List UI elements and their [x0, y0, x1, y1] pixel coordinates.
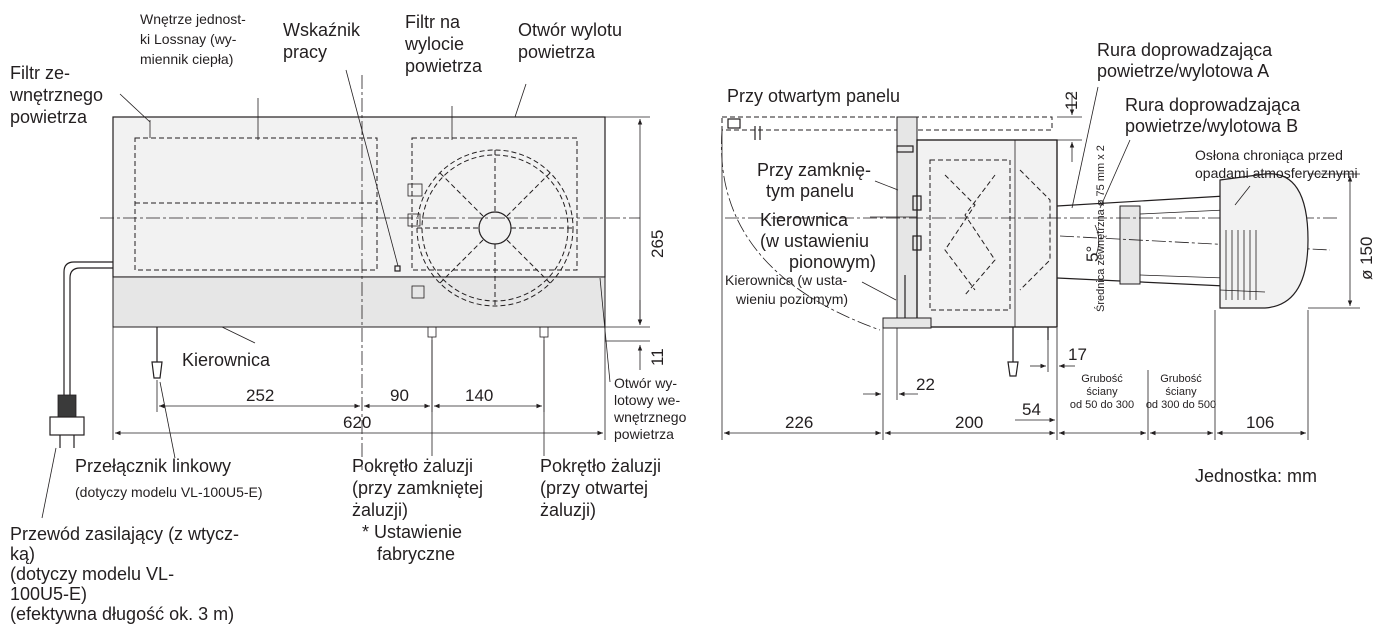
- lossnay-core-outline: [134, 137, 378, 271]
- label-pull-switch: Przełącznik linkowy: [75, 456, 231, 476]
- label-pull-switch-model: (dotyczy modelu VL-100U5-E): [75, 484, 263, 500]
- dim-620: 620: [343, 413, 371, 432]
- dim-12: 12: [1062, 91, 1081, 110]
- duct-pipes: [1056, 195, 1226, 287]
- unit-side-front: [896, 116, 918, 328]
- label-outer-diameter: Średnica zewnętrzna ø 75 mm x 2: [1094, 145, 1107, 312]
- operation-indicator: [394, 265, 401, 272]
- unit-side-body: [916, 139, 1058, 328]
- label-power-cord: Przewód zasilający (z wtycz-ką)(dotyczy …: [10, 524, 239, 624]
- unit-body: [112, 116, 606, 278]
- dim-5deg: 5°: [1083, 246, 1102, 262]
- dim-140: 140: [465, 386, 493, 405]
- dim-90: 90: [390, 386, 409, 405]
- louver-horizontal-shape: [882, 317, 932, 329]
- dim-11: 11: [648, 348, 667, 366]
- weather-cover: [1219, 173, 1309, 309]
- label-lossnay-core: Wnętrze jednost-ki Lossnay (wy-miennik c…: [140, 11, 246, 67]
- dim-200: 200: [955, 413, 983, 432]
- dim-106: 106: [1246, 413, 1274, 432]
- label-louver-horizontal: Kierownica (w usta-wieniu poziomym): [725, 272, 848, 307]
- power-plug: [49, 394, 85, 448]
- dim-54: 54: [1022, 400, 1041, 419]
- label-panel-open: Przy otwartym panelu: [727, 86, 900, 106]
- dim-17: 17: [1068, 345, 1087, 364]
- dim-265: 265: [648, 230, 667, 258]
- louver-panel: [112, 276, 606, 328]
- dim-252: 252: [246, 386, 274, 405]
- side-view: Przy otwartym panelu Przy zamknię-tym pa…: [721, 40, 1376, 486]
- label-louver: Kierownica: [182, 350, 271, 370]
- open-panel-outline: [721, 116, 1053, 131]
- dim-22: 22: [916, 375, 935, 394]
- power-cord: [63, 261, 113, 395]
- dim-150: ø 150: [1357, 237, 1376, 280]
- label-panel-closed: Przy zamknię-tym panelu: [757, 160, 871, 201]
- label-unit: Jednostka: mm: [1195, 466, 1317, 486]
- panel-swing-arc: [721, 129, 881, 331]
- dim-226: 226: [785, 413, 813, 432]
- fan-wheel: [416, 149, 574, 307]
- pull-switch-handle: [151, 361, 163, 379]
